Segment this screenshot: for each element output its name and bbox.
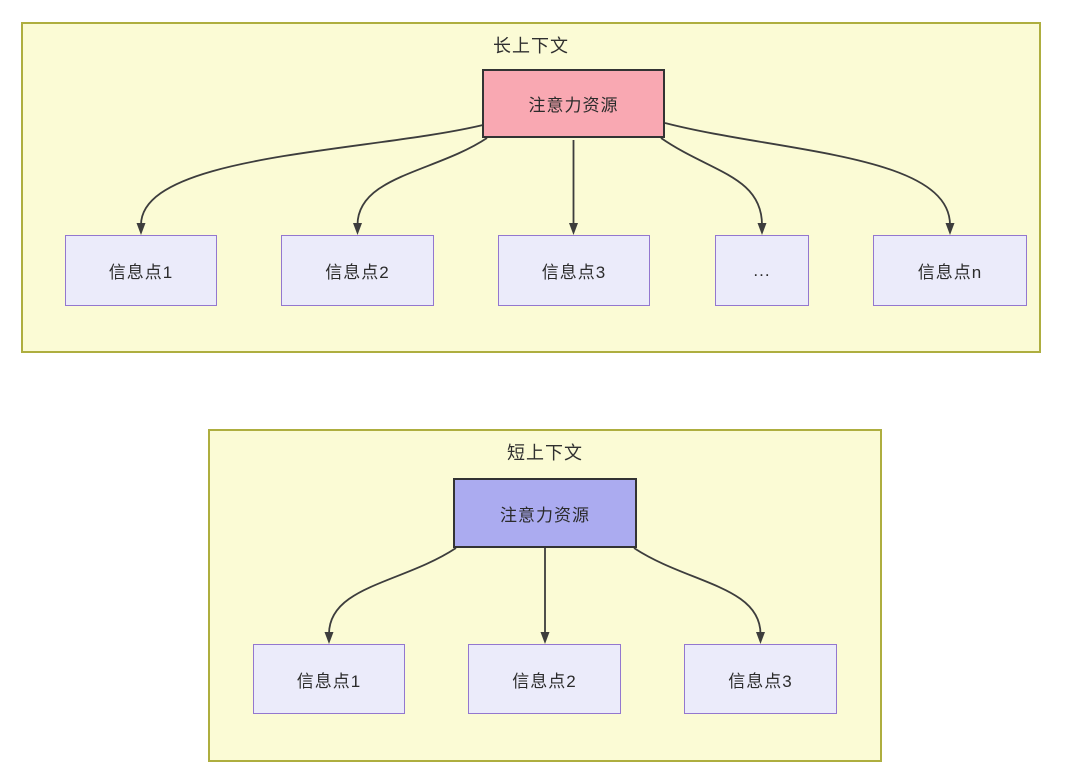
long-info-node-n: 信息点n — [873, 235, 1027, 306]
long-info-node-3: 信息点3 — [498, 235, 650, 306]
short-attention-resource-box: 注意力资源 — [453, 478, 637, 548]
long-attention-resource-box: 注意力资源 — [482, 69, 665, 138]
long-info-node-2: 信息点2 — [281, 235, 434, 306]
short-context-title: 短上下文 — [507, 443, 583, 463]
long-info-node-1: 信息点1 — [65, 235, 217, 306]
short-info-node-3: 信息点3 — [684, 644, 837, 714]
long-info-node-ellipsis: ... — [715, 235, 809, 306]
short-info-node-1: 信息点1 — [253, 644, 405, 714]
long-context-title: 长上下文 — [493, 36, 569, 56]
short-info-node-2: 信息点2 — [468, 644, 621, 714]
